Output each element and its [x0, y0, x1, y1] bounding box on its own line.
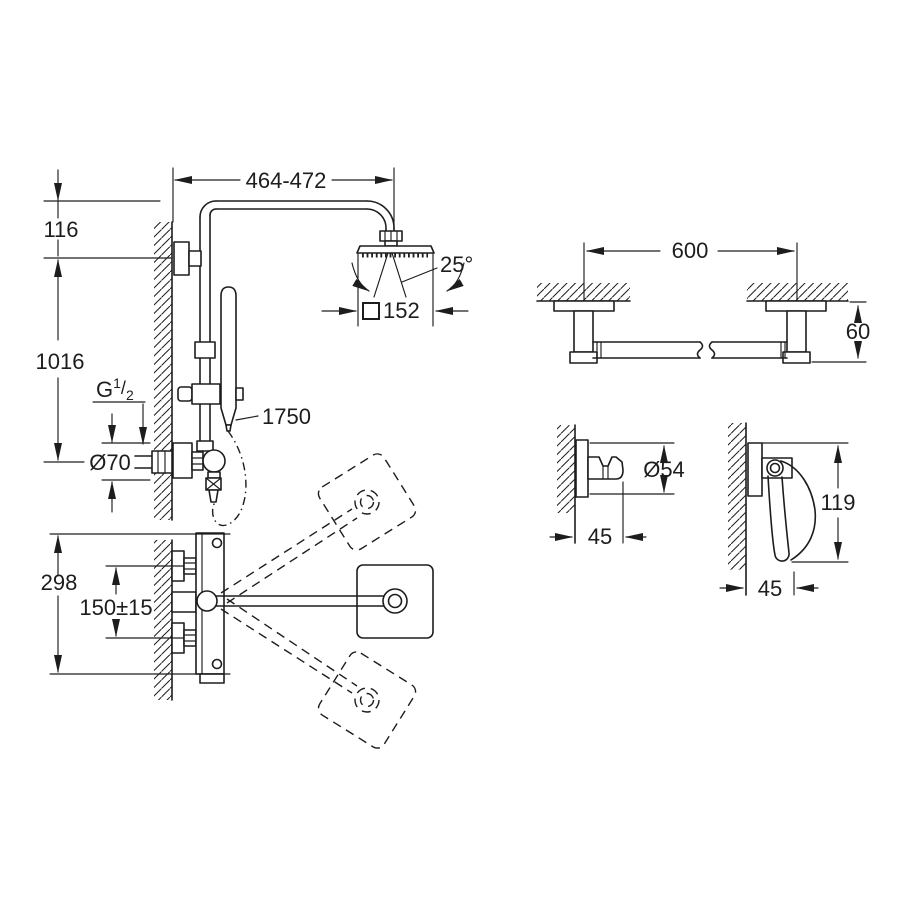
- spring-bow: [780, 460, 817, 561]
- square-symbol-icon: [362, 302, 380, 320]
- hook-plate: [575, 439, 589, 498]
- towel-bar-view: 600 60: [536, 238, 870, 364]
- dim-label-hook-projection: 45: [588, 524, 612, 549]
- extension-lines: [101, 442, 151, 481]
- swivel-arc: [446, 262, 465, 292]
- shower-side-view: 464-472 116 1016 G1/2 Ø70 1750 25° 152: [36, 167, 473, 527]
- extension-lines: [583, 242, 867, 363]
- hook-body: [587, 456, 624, 480]
- side-view-dimensions: 464-472 116 1016 G1/2 Ø70 1750 25° 152: [36, 167, 473, 513]
- extension-lines: [172, 167, 395, 231]
- swivel-leader: [401, 267, 438, 283]
- plan-view-dimensions: 298 150±15: [41, 533, 231, 675]
- dim-label-riser-height: 1016: [36, 349, 85, 374]
- valve-escutcheon: [172, 442, 193, 479]
- break-symbol: [696, 341, 716, 359]
- dim-label-head-swivel: 25°: [440, 252, 473, 277]
- spray-cone: [373, 252, 407, 298]
- holder-escutcheon: [747, 442, 763, 497]
- rain-shower-head: [356, 230, 435, 298]
- extension-lines: [761, 442, 849, 596]
- hand-shower: [220, 286, 244, 432]
- dim-label-plate-dia: Ø54: [643, 457, 685, 482]
- bar-tube: [592, 341, 788, 359]
- swivel-arc: [351, 262, 370, 292]
- swivel-arm: [196, 590, 385, 612]
- dim-label-inlet-spacing: 150±15: [79, 595, 152, 620]
- dim-label-bar-length: 600: [672, 238, 709, 263]
- joint-rings: [596, 341, 786, 359]
- dim-label-escutcheon-dia: Ø70: [89, 450, 131, 475]
- extension-lines: [357, 253, 434, 327]
- right-post: [786, 310, 807, 353]
- shower-plan-view: 298 150±15: [41, 453, 434, 749]
- robe-hook: [575, 439, 624, 498]
- shower-hose: [211, 430, 247, 527]
- supply-connection: [134, 450, 173, 474]
- left-post: [573, 310, 594, 353]
- outlet-escutcheon: [171, 591, 197, 613]
- dim-label-hose-length: 1750: [262, 404, 311, 429]
- robe-hook-view: Ø54 45: [549, 424, 685, 549]
- swung-position-upper: [317, 453, 417, 551]
- paper-holder: [747, 442, 817, 562]
- dim-label-body-depth: 298: [41, 570, 78, 595]
- robe-hook-dimensions: Ø54 45: [549, 442, 685, 549]
- wall-hatch: [154, 222, 172, 520]
- towel-bar: [553, 300, 827, 364]
- swung-position-lower: [317, 651, 417, 749]
- wall-hatch: [557, 425, 575, 513]
- shower-head-plan: [356, 564, 434, 639]
- thread-label: G1/2: [96, 375, 134, 403]
- paper-holder-view: 119 45: [719, 422, 856, 601]
- holder-knob: [177, 386, 193, 402]
- dim-label-bar-height: 60: [846, 319, 870, 344]
- wall-hatch: [154, 540, 172, 700]
- arm-pivot: [196, 590, 218, 612]
- wall-bracket: [173, 241, 190, 276]
- roll-arm: [767, 475, 790, 562]
- wall-hatch: [728, 423, 746, 570]
- extension-lines: [49, 533, 231, 675]
- extension-lines: [589, 442, 675, 544]
- extension-lines: [43, 200, 173, 463]
- left-flange: [553, 300, 615, 312]
- swung-arm-positions: [220, 508, 358, 694]
- diverter-valve: [172, 440, 226, 503]
- dim-label-arm-reach: 464-472: [246, 168, 327, 193]
- rail-coupling: [194, 341, 216, 359]
- pivot: [766, 459, 784, 477]
- wall-bracket-arm: [188, 250, 202, 267]
- diverter-body: [202, 449, 226, 473]
- right-flange: [765, 300, 827, 312]
- dim-label-head-size: 152: [383, 298, 420, 323]
- hose-nipple: [208, 489, 219, 503]
- slide-holder: [191, 383, 221, 405]
- screw: [211, 537, 223, 549]
- dim-label-holder-projection: 45: [758, 576, 782, 601]
- screw: [211, 658, 223, 670]
- towel-bar-dimensions: 600 60: [583, 238, 870, 363]
- dim-label-top-offset: 116: [43, 217, 78, 242]
- dim-label-holder-height: 119: [820, 490, 855, 515]
- hose-leader: [235, 415, 259, 421]
- paper-holder-dimensions: 119 45: [719, 442, 856, 601]
- thermostat-valve-plan: [171, 532, 225, 684]
